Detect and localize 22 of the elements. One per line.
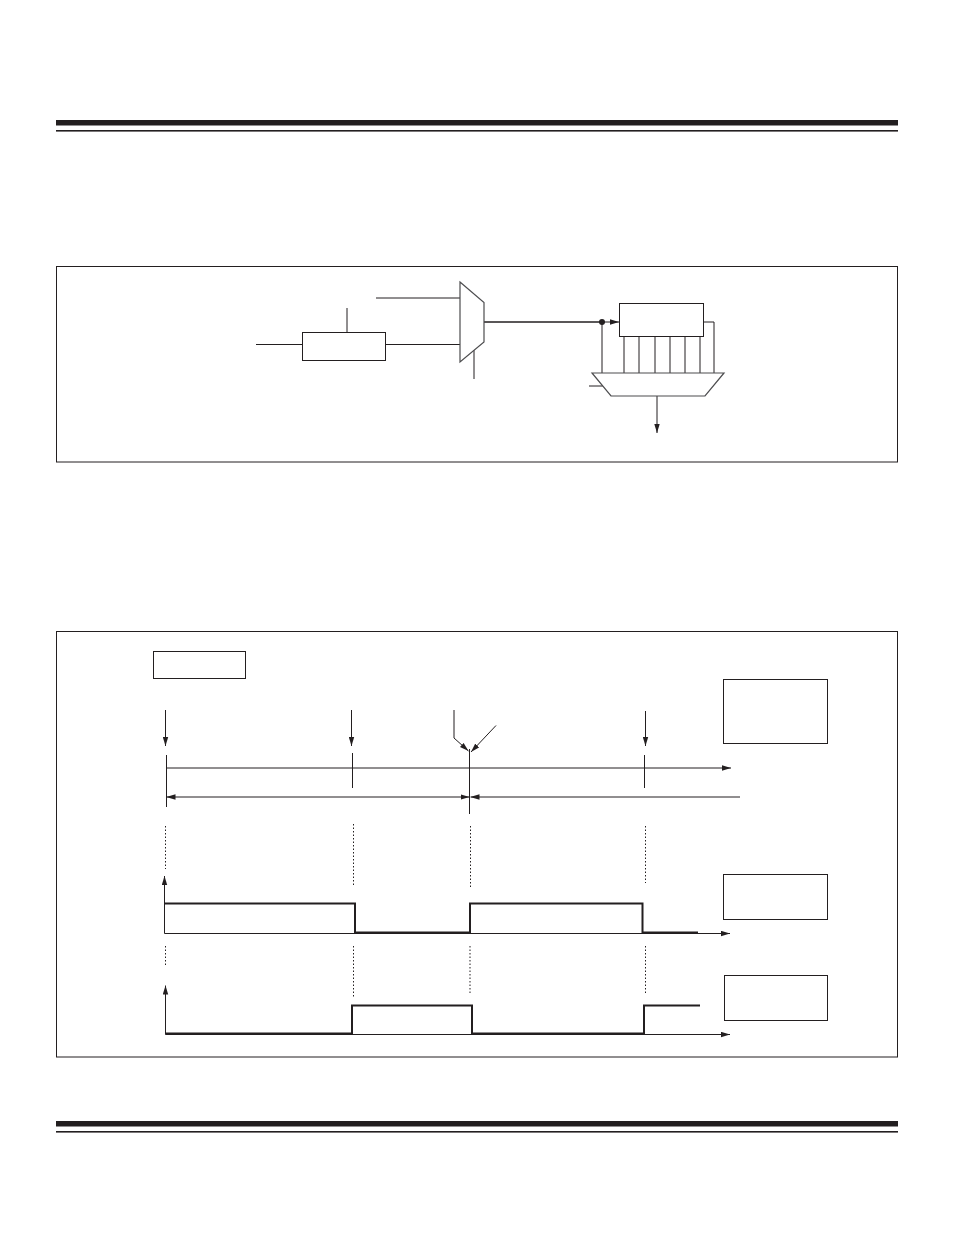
connector-line xyxy=(623,336,625,374)
function-block xyxy=(302,332,386,361)
connector-line xyxy=(375,297,461,299)
connector-line xyxy=(703,321,715,374)
empty-label-box xyxy=(723,679,828,744)
empty-label-box xyxy=(153,651,246,679)
multiplexer-symbol xyxy=(460,282,484,362)
connector-line xyxy=(588,385,604,387)
empty-label-box xyxy=(723,874,828,920)
connector-line xyxy=(654,336,656,374)
connector-line xyxy=(255,344,303,345)
empty-label-box xyxy=(724,975,828,1021)
connector-line xyxy=(684,336,686,374)
multiplexer-symbol xyxy=(592,373,724,396)
connector-line xyxy=(699,336,701,374)
connector-line xyxy=(346,307,348,333)
arrow xyxy=(654,395,660,434)
register-block xyxy=(619,303,704,337)
connector-line xyxy=(473,349,475,380)
connector-line xyxy=(638,336,640,374)
connector-line xyxy=(385,344,461,345)
connector-line xyxy=(669,336,671,374)
